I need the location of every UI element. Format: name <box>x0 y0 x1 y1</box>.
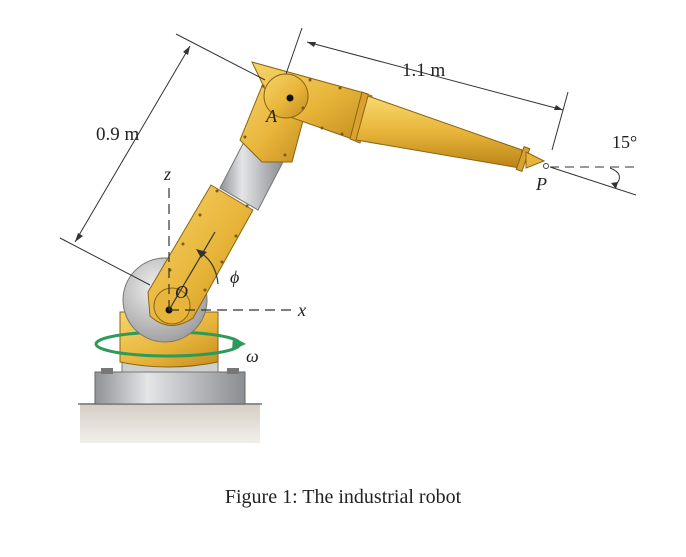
label-point-a: A <box>265 106 278 126</box>
dimension-upper <box>285 27 569 151</box>
label-omega: ω <box>246 346 259 366</box>
label-axis-z: z <box>163 164 171 184</box>
point-a-dot <box>286 94 294 102</box>
ground <box>78 403 262 443</box>
figure-caption: Figure 1: The industrial robot <box>224 486 462 508</box>
axes <box>168 186 292 311</box>
label-point-o: O <box>175 282 188 302</box>
angle-indicator-15 <box>549 166 640 196</box>
label-angle-tip: 15° <box>612 132 637 152</box>
label-point-p: P <box>535 174 547 194</box>
dimension-lower <box>59 33 266 286</box>
rivets <box>168 78 344 292</box>
label-angle-phi: ϕ <box>230 267 239 287</box>
label-dim-lower: 0.9 m <box>96 124 140 145</box>
label-dim-upper: 1.1 m <box>402 60 446 81</box>
point-p-dot <box>543 163 549 169</box>
label-axis-x: x <box>297 300 306 320</box>
